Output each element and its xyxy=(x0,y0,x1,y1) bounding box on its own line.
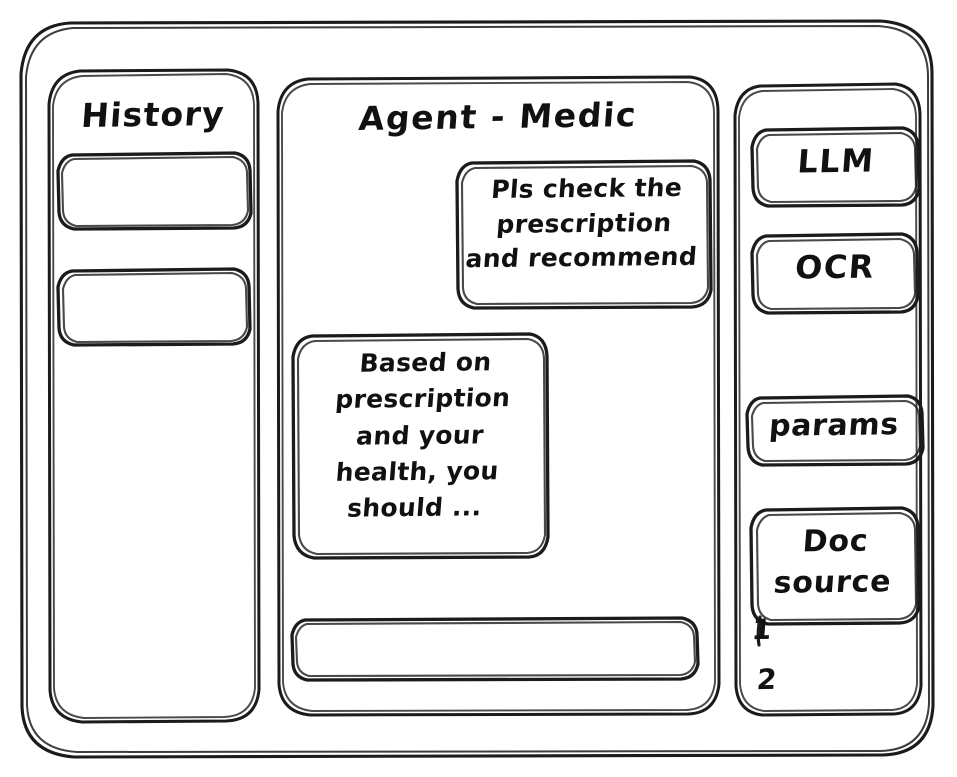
tool-params-button[interactable] xyxy=(747,396,923,465)
history-item-2-outline xyxy=(56,267,252,347)
doc-source-item-1-marker[interactable]: 1 xyxy=(750,612,773,647)
tools-panel-outline xyxy=(733,82,923,717)
user-message-bubble-outline xyxy=(455,159,713,310)
user-message-bubble xyxy=(457,161,711,308)
window-frame xyxy=(19,19,935,759)
composer-input[interactable] xyxy=(292,618,698,680)
history-item-2[interactable] xyxy=(58,269,250,345)
composer-input-outline xyxy=(290,616,700,682)
tool-ocr-button[interactable] xyxy=(752,234,918,313)
agent-panel-title: Agent - Medic xyxy=(357,95,639,138)
tool-llm-outline xyxy=(750,126,921,208)
doc-source-list-connector xyxy=(756,615,762,647)
history-panel-title: History xyxy=(79,94,227,135)
doc-source-item-2-marker[interactable]: 2 xyxy=(755,662,778,697)
history-item-1[interactable] xyxy=(58,153,251,229)
history-item-1-outline xyxy=(56,151,253,231)
history-panel-outline xyxy=(47,68,261,724)
agent-message-bubble xyxy=(293,334,548,558)
tool-ocr-outline xyxy=(750,232,920,315)
agent-message-bubble-outline xyxy=(291,332,550,560)
agent-panel-outline xyxy=(276,75,721,717)
tool-doc-source-button[interactable] xyxy=(751,508,919,624)
tool-llm-button[interactable] xyxy=(752,128,919,206)
tool-doc-source-outline xyxy=(749,506,921,626)
tool-params-outline xyxy=(745,394,925,467)
